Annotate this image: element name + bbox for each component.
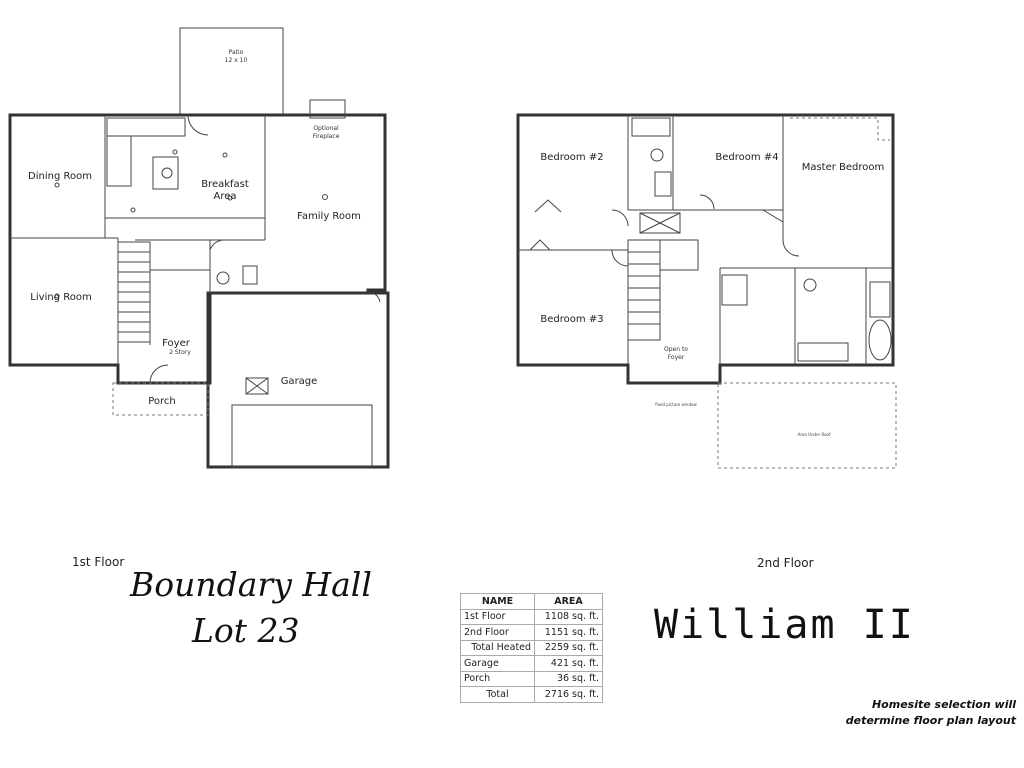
powder-room-toilet-icon	[216, 271, 230, 285]
table-row: Total 2716 sq. ft.	[459, 686, 603, 703]
laundry-icon	[721, 274, 748, 306]
living-room-label: Living Room	[30, 292, 91, 303]
second-floor-plan: Bedroom #2 Bedroom #4 Master Bedroom Bed…	[516, 113, 897, 469]
master-shower-icon	[869, 281, 891, 318]
garage-door	[231, 404, 373, 468]
open-to-foyer-label-line1: Open to	[664, 346, 688, 353]
open-to-foyer-label-line2: Foyer	[668, 354, 685, 361]
row-name: 1st Floor	[459, 608, 536, 625]
row-area: 421 sq. ft.	[534, 655, 603, 672]
bedroom-3-label: Bedroom #3	[540, 314, 603, 325]
breakfast-area-label-line2: Area	[213, 191, 236, 202]
master-ceiling-line	[790, 117, 890, 141]
kitchen-range-counter	[106, 135, 132, 187]
table-row: 2nd Floor 1151 sq. ft.	[459, 624, 603, 641]
row-name: 2nd Floor	[459, 624, 536, 641]
area-under-roof-outline	[717, 382, 897, 469]
kitchen-island	[152, 156, 179, 190]
row-name: Total Heated	[459, 639, 536, 656]
area-under-roof-label: Area Under Roof	[798, 432, 831, 437]
second-floor-door-swings	[529, 194, 800, 267]
first-floor-door-swings	[149, 114, 381, 384]
fixed-window-label: fixed picture window	[655, 402, 697, 407]
kitchen-counter	[106, 117, 186, 137]
model-name: William II	[654, 602, 915, 648]
porch-label: Porch	[148, 396, 176, 407]
hall-bath-sink-icon	[654, 171, 672, 197]
bedroom-2-label: Bedroom #2	[540, 152, 603, 163]
area-column-header: AREA	[534, 593, 603, 610]
row-area: 1151 sq. ft.	[534, 624, 603, 641]
island-sink-icon	[161, 167, 173, 179]
second-floor-stairs	[627, 239, 699, 341]
first-floor-interior-walls	[10, 115, 266, 365]
patio-size-label: 12 x 10	[225, 57, 248, 64]
patio-label: Patio	[229, 49, 244, 56]
table-row: Garage 421 sq. ft.	[459, 655, 603, 672]
first-floor-plan: Patio 12 x 10 Dining Room Breakfast Area…	[8, 27, 390, 469]
homesite-note-line2: determine floor plan layout	[845, 714, 1016, 727]
garage-attic-access-icon	[245, 377, 269, 395]
lot-number: Lot 23	[192, 611, 300, 650]
optional-fireplace-label-line2: Fireplace	[313, 133, 340, 140]
bedroom-4-label: Bedroom #4	[715, 152, 778, 163]
row-area: 1108 sq. ft.	[534, 608, 603, 625]
hall-bath-toilet-icon	[650, 148, 664, 162]
homesite-note: Homesite selection will determine floor …	[846, 697, 1016, 729]
fireplace-icon	[309, 99, 346, 119]
patio-outline	[179, 27, 284, 115]
row-name: Garage	[459, 655, 536, 672]
table-row: Total Heated 2259 sq. ft.	[459, 639, 603, 656]
area-table-header: NAME AREA	[459, 593, 603, 610]
ceiling-light-icons	[54, 149, 328, 299]
row-area: 2716 sq. ft.	[534, 686, 603, 703]
community-name: Boundary Hall	[130, 565, 372, 604]
breakfast-area-label-line1: Breakfast	[201, 179, 249, 190]
master-tub-icon	[868, 319, 892, 361]
master-toilet-icon	[803, 278, 817, 292]
row-name: Porch	[459, 670, 536, 687]
row-name: Total	[459, 686, 536, 703]
garage-label: Garage	[281, 376, 318, 387]
homesite-note-line1: Homesite selection will	[871, 698, 1016, 711]
dining-room-label: Dining Room	[28, 171, 92, 182]
area-table: NAME AREA 1st Floor 1108 sq. ft. 2nd Flo…	[459, 593, 603, 703]
first-floor-exterior-walls	[8, 113, 387, 385]
hall-bath-tub-icon	[631, 117, 671, 137]
first-floor-label: 1st Floor	[72, 555, 125, 569]
row-area: 2259 sq. ft.	[534, 639, 603, 656]
first-floor-stairs	[117, 241, 151, 343]
powder-room-sink-icon	[242, 265, 258, 285]
row-area: 36 sq. ft.	[534, 670, 603, 687]
table-row: 1st Floor 1108 sq. ft.	[459, 608, 603, 625]
table-row: Porch 36 sq. ft.	[459, 670, 603, 687]
family-room-label: Family Room	[297, 211, 361, 222]
master-vanity-icon	[797, 342, 849, 362]
foyer-label: Foyer	[162, 338, 191, 349]
optional-fireplace-label-line1: Optional	[313, 125, 339, 132]
master-bedroom-label: Master Bedroom	[802, 162, 885, 173]
porch-outline	[112, 382, 209, 416]
second-floor-label: 2nd Floor	[757, 556, 814, 570]
attic-access-icon	[639, 212, 681, 234]
foyer-note-label: 2 Story	[169, 349, 191, 356]
name-column-header: NAME	[459, 593, 536, 610]
